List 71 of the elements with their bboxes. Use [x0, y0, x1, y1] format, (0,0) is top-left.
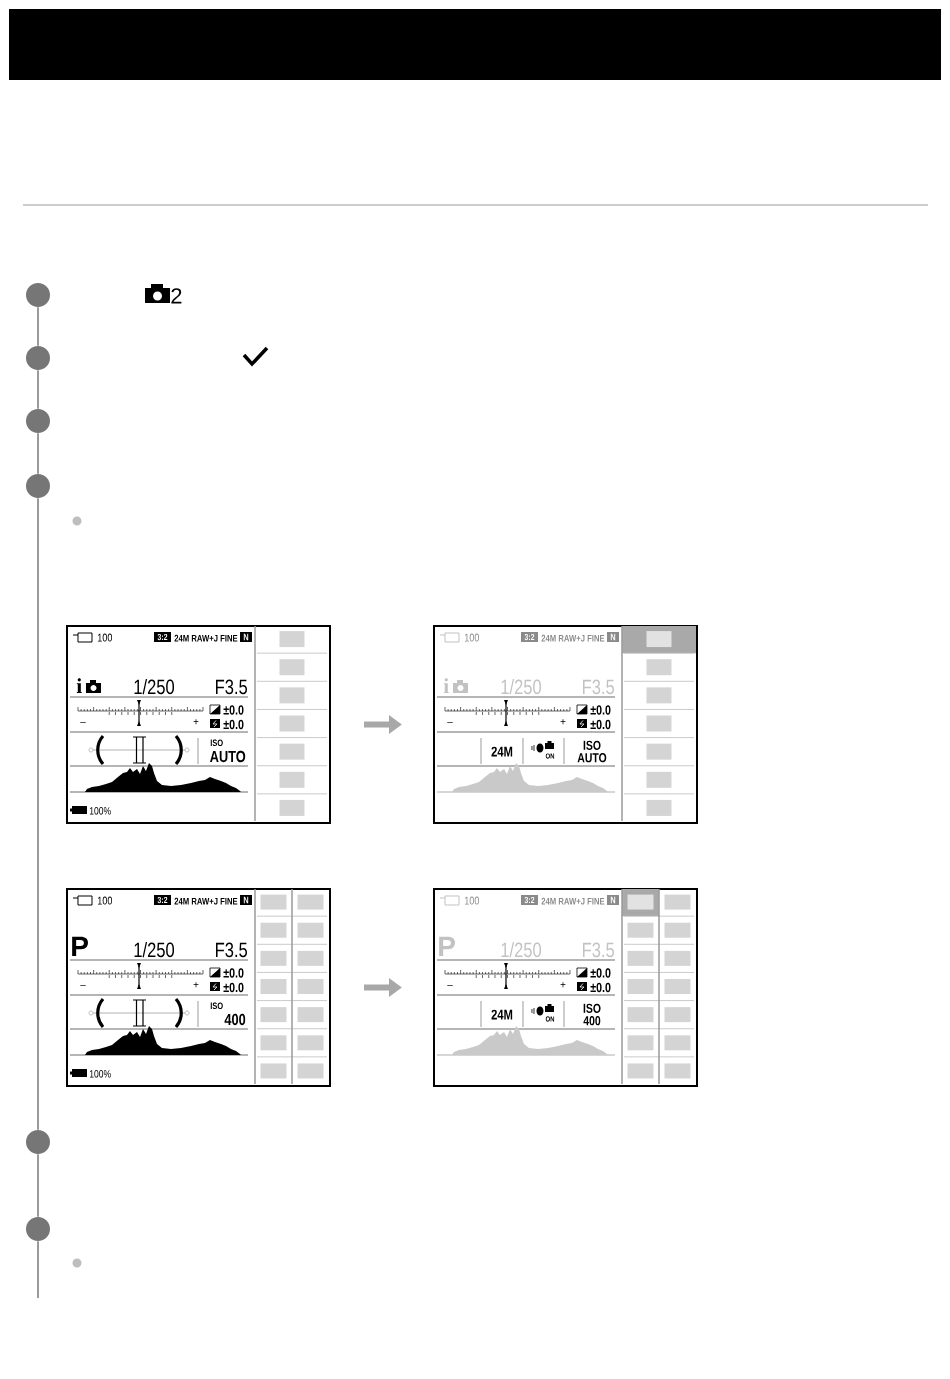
mode-letter: P: [72, 936, 88, 956]
image-quality-text: 24M RAW+J FINE: [174, 634, 238, 642]
step-circle: [26, 1217, 50, 1241]
exposure-value: ±0.0: [590, 982, 611, 993]
timeline-line: [37, 432, 39, 475]
exposure-value: ±0.0: [590, 719, 611, 730]
shutter-speed: 1/250: [501, 679, 542, 695]
image-quality-text: 24M RAW+J FINE: [541, 634, 605, 642]
iso-label: ISO: [210, 739, 223, 747]
scale-sign: –: [80, 722, 86, 723]
exposure-value: ±0.0: [223, 705, 244, 715]
scale-sign: –: [447, 722, 453, 723]
aspect-ratio-badge: 3:2: [521, 632, 538, 642]
step-circle: [26, 346, 50, 370]
aspect-ratio-badge: 3:2: [154, 632, 171, 642]
quality-badge: N: [607, 632, 619, 642]
shot-count: 100: [97, 633, 113, 642]
step-circle: [26, 474, 50, 498]
aperture-value: F3.5: [583, 679, 615, 695]
aperture-value: F3.5: [216, 679, 248, 695]
scale-sign: –: [80, 985, 86, 986]
battery-level: 100%: [89, 807, 111, 815]
shot-count: 100: [464, 896, 480, 905]
exposure-value: ±0.0: [223, 719, 244, 730]
exposure-value: ±0.0: [223, 982, 244, 993]
scale-sign: +: [193, 982, 199, 988]
quality-badge: N: [240, 895, 252, 905]
image-quality-text: 24M RAW+J FINE: [174, 897, 238, 905]
timeline-line: [37, 306, 39, 347]
iso-value: 400: [224, 1013, 246, 1026]
iso-value: ISO 400: [583, 1003, 601, 1026]
battery-level: 100%: [89, 1070, 111, 1078]
shutter-speed: 1/250: [134, 942, 175, 958]
exposure-value: ±0.0: [223, 968, 244, 978]
iso-label: ISO: [210, 1002, 223, 1010]
aspect-ratio-badge: 3:2: [154, 895, 171, 905]
mode-letter: i: [76, 678, 82, 693]
image-size-value: 24M: [491, 746, 513, 757]
image-size-value: 24M: [491, 1009, 513, 1020]
quality-badge: N: [607, 895, 619, 905]
histogram: [85, 763, 241, 792]
scale-sign: –: [447, 985, 453, 986]
image-quality-text: 24M RAW+J FINE: [541, 897, 605, 905]
shot-count: 100: [97, 896, 113, 905]
aperture-value: F3.5: [583, 942, 615, 958]
mode-letter: i: [443, 678, 449, 693]
shot-count: 100: [464, 633, 480, 642]
scale-sign: +: [560, 719, 566, 725]
timeline-line: [37, 497, 39, 1131]
aperture-value: F3.5: [216, 942, 248, 958]
aspect-ratio-badge: 3:2: [521, 895, 538, 905]
timeline-line: [37, 1240, 39, 1299]
mode-letter: P: [439, 936, 455, 956]
iso-value: ISO AUTO: [577, 740, 607, 763]
exposure-value: ±0.0: [590, 968, 611, 978]
step-circle: [26, 1130, 50, 1154]
step-circle: [26, 409, 50, 433]
histogram: [452, 763, 608, 792]
quality-badge: N: [240, 632, 252, 642]
shutter-speed: 1/250: [501, 942, 542, 958]
iso-value: AUTO: [210, 750, 246, 763]
histogram: [85, 1026, 241, 1055]
scale-sign: +: [193, 719, 199, 725]
histogram: [452, 1026, 608, 1055]
scale-sign: +: [560, 982, 566, 988]
tab-number: 2: [171, 288, 182, 304]
timeline-line: [37, 369, 39, 410]
step-circle: [26, 283, 50, 307]
shutter-speed: 1/250: [134, 679, 175, 695]
exposure-value: ±0.0: [590, 705, 611, 715]
timeline-line: [37, 1153, 39, 1218]
